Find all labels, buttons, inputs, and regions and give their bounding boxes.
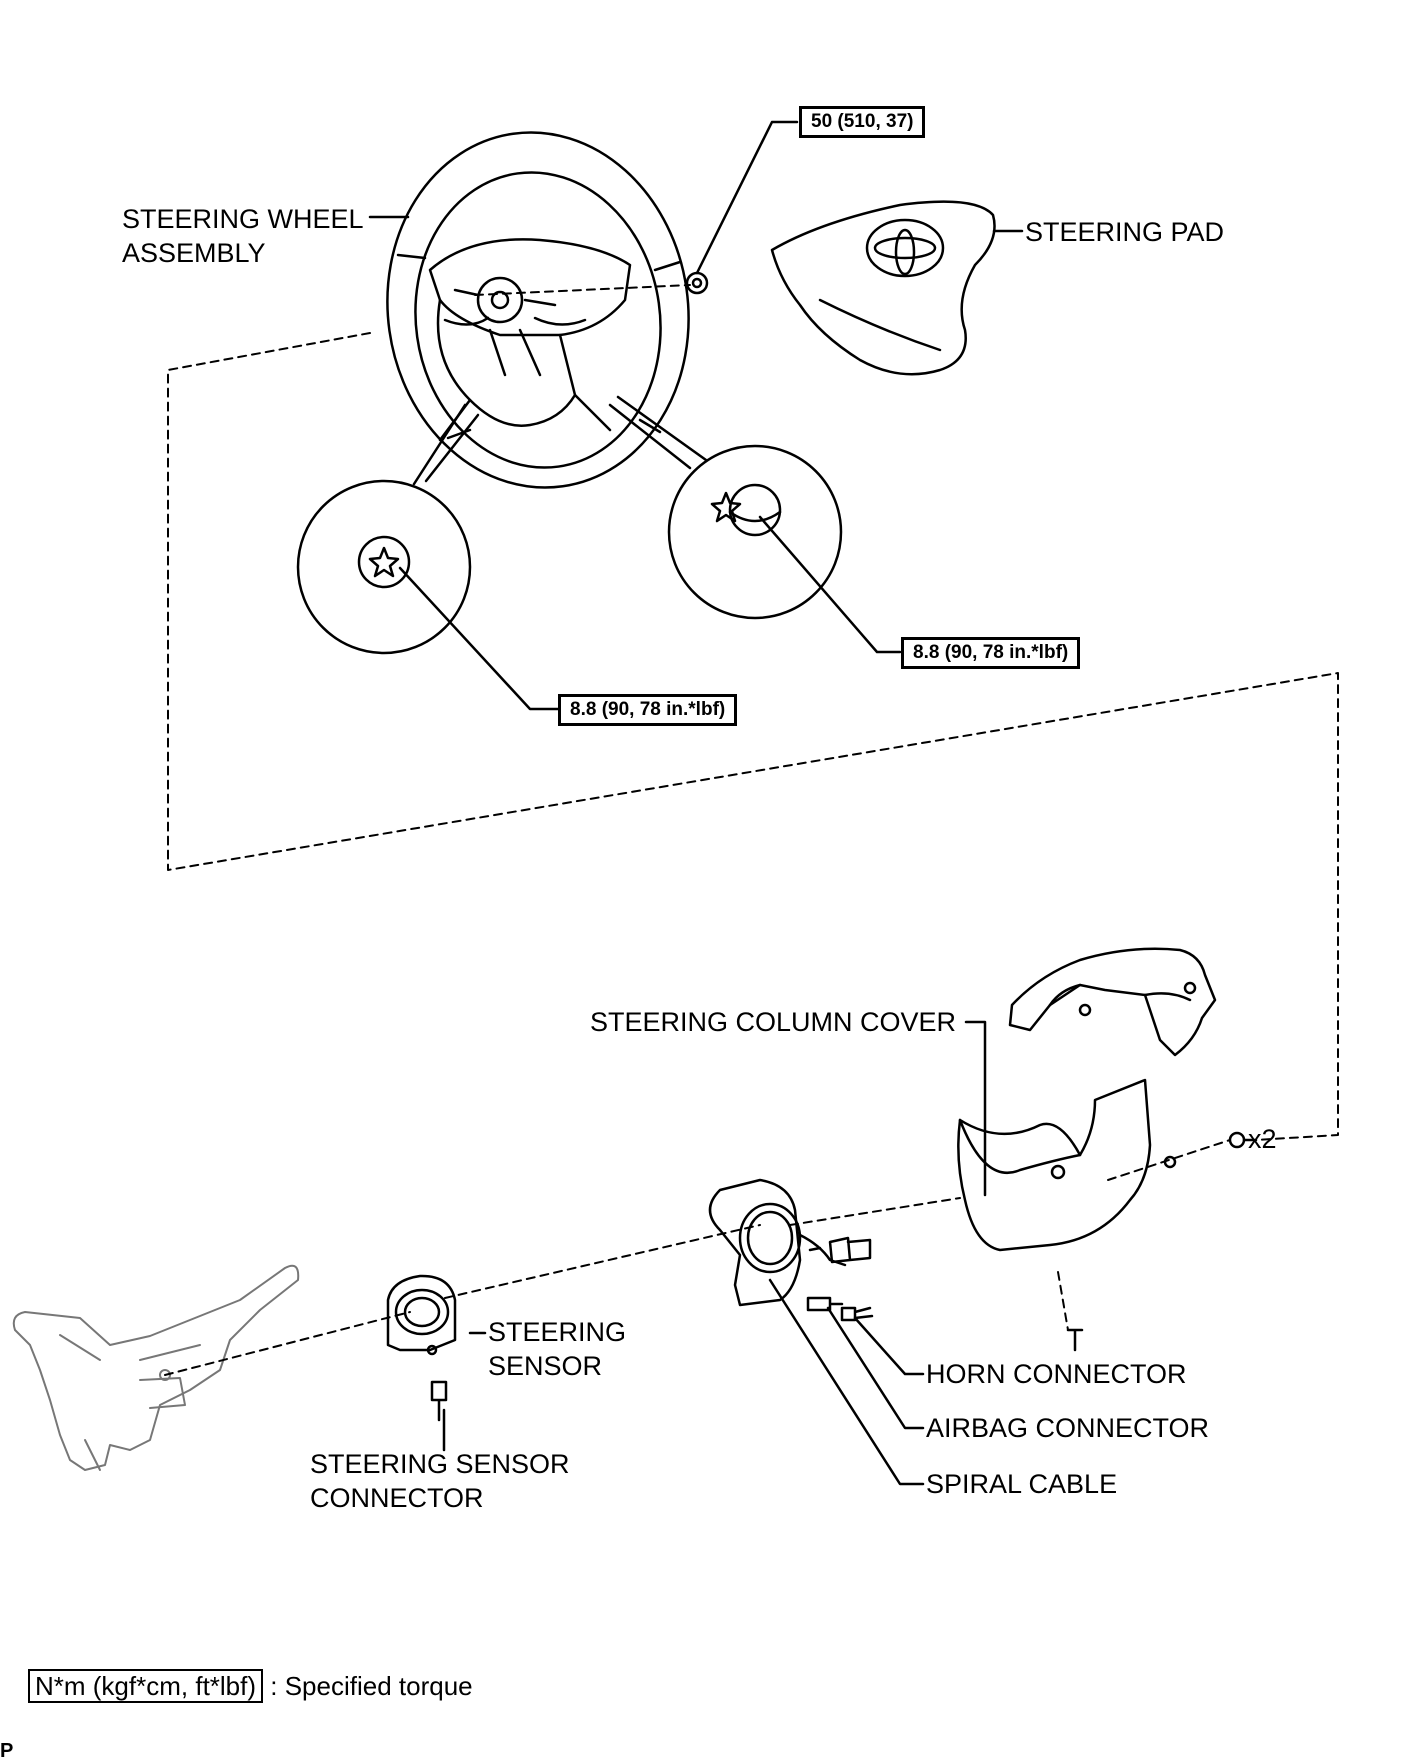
spiral-cable bbox=[708, 1178, 872, 1307]
airbag-connector bbox=[806, 1296, 844, 1312]
steering-wheel-assembly bbox=[386, 131, 690, 489]
nut bbox=[685, 271, 709, 295]
steering-column-cover-upper bbox=[1008, 947, 1217, 1057]
steering-wheel-assembly-label: STEERING WHEEL ASSEMBLY bbox=[122, 204, 364, 268]
screw-quantity-label: x2 bbox=[1248, 1124, 1277, 1154]
torque-spec-screw-right: 8.8 (90, 78 in.*lbf) bbox=[901, 637, 1081, 669]
legend-unit-box: N*m (kgf*cm, ft*lbf) bbox=[28, 1669, 264, 1703]
torque-legend: N*m (kgf*cm, ft*lbf) : Specified torque bbox=[28, 1669, 473, 1703]
torque-spec-nut: 50 (510, 37) bbox=[799, 106, 926, 138]
detail-circle-right bbox=[667, 444, 843, 620]
combination-switch bbox=[12, 1264, 300, 1471]
steering-sensor-connector-label: STEERING SENSOR CONNECTOR bbox=[310, 1449, 570, 1513]
steering-pad bbox=[770, 200, 996, 376]
legend-description: : Specified torque bbox=[270, 1671, 473, 1701]
detail-circle-left bbox=[296, 479, 472, 655]
spiral-cable-label: SPIRAL CABLE bbox=[926, 1469, 1118, 1499]
screw-bottom bbox=[1066, 1328, 1084, 1352]
airbag-connector-label: AIRBAG CONNECTOR bbox=[926, 1413, 1210, 1443]
steering-pad-label: STEERING PAD bbox=[1025, 217, 1225, 247]
steering-sensor-connector bbox=[430, 1380, 448, 1422]
steering-sensor bbox=[386, 1274, 457, 1356]
horn-connector bbox=[840, 1306, 874, 1322]
steering-column-cover-label: STEERING COLUMN COVER bbox=[590, 1007, 957, 1037]
corner-mark: P bbox=[0, 1740, 14, 1762]
steering-sensor-label: STEERING SENSOR bbox=[488, 1317, 627, 1381]
horn-connector-label: HORN CONNECTOR bbox=[926, 1359, 1187, 1389]
steering-column-cover-lower bbox=[957, 1078, 1177, 1252]
torque-spec-screw-left: 8.8 (90, 78 in.*lbf) bbox=[558, 694, 738, 726]
